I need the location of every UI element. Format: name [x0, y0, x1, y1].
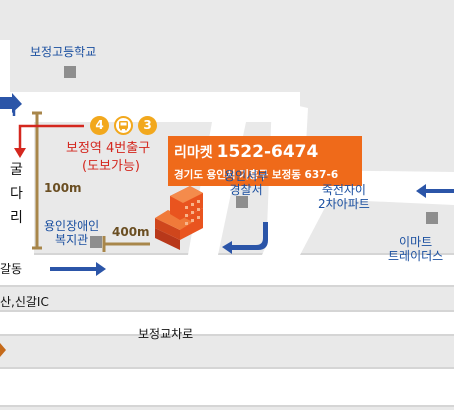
label-apartment-line1: 죽전자이 — [321, 183, 366, 197]
label-apartment-line2: 2차아파트 — [318, 196, 370, 211]
store-name: 리마켓 — [174, 145, 213, 161]
label-welfare-line2: 복지관 — [55, 232, 89, 247]
store-phone: 1522-6474 — [216, 142, 319, 162]
label-galdong: 갈동 — [0, 262, 23, 276]
label-police-line2: 경찰서 — [229, 182, 263, 197]
distance-markers — [32, 111, 150, 252]
label-bojeong-station-exit: 보정역 4번출구 — [66, 141, 151, 156]
label-gul: 굴 — [10, 162, 23, 178]
label-ri: 리 — [10, 210, 23, 226]
label-singal-ic: 산,신갈IC — [0, 295, 49, 309]
bus-icon — [114, 116, 133, 135]
store-address: 경기도 용인시 기흥구 보정동 637-6 — [174, 169, 339, 181]
label-police-station: 용인서부 경찰서 — [224, 169, 269, 198]
label-welfare-center: 용인장애인 복지관 — [44, 219, 100, 248]
label-walk-possible: (도보가능) — [82, 159, 140, 174]
label-distance-100m: 100m — [44, 181, 82, 195]
label-apartment: 죽전자이 2차아파트 — [318, 183, 370, 212]
label-emart-line2: 트레이더스 — [388, 248, 444, 263]
label-emart-traders: 이마트 트레이더스 — [388, 235, 444, 264]
traffic-arrows — [0, 93, 454, 357]
label-bojeong-intersection: 보정교차로 — [138, 327, 194, 341]
road-network — [0, 40, 454, 405]
label-bojeong-high-school: 보정고등학교 — [30, 45, 97, 59]
label-police-line1: 용인서부 — [224, 169, 269, 183]
exit-badge-3: 3 — [138, 116, 157, 135]
exit-badge-4: 4 — [90, 116, 109, 135]
destination-building — [155, 186, 203, 250]
label-distance-400m: 400m — [112, 225, 150, 239]
label-emart-line1: 이마트 — [399, 235, 433, 249]
label-da: 다 — [10, 186, 23, 202]
label-welfare-line1: 용인장애인 — [44, 219, 100, 233]
